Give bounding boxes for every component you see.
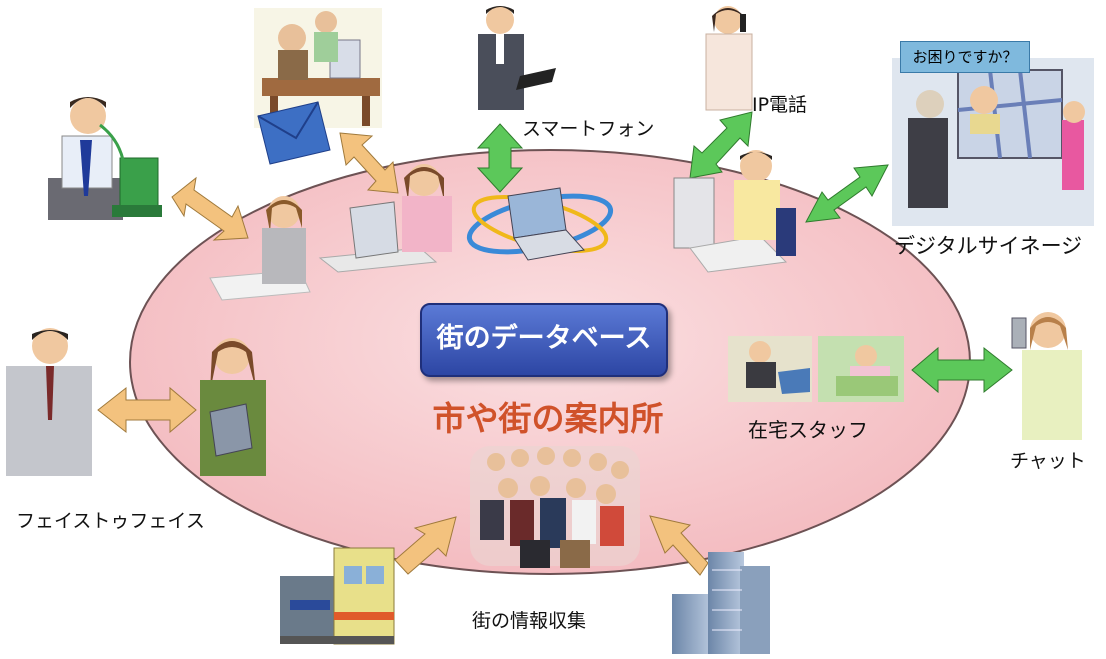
town-database-box: 街のデータベース — [420, 303, 668, 377]
label-town-info: 街の情報収集 — [472, 610, 587, 632]
pc-mail-users-illustration — [254, 8, 382, 165]
arrow-smartphone — [476, 123, 524, 193]
label-face-to-face: フェイストゥフェイス — [16, 510, 205, 532]
phone-caller-illustration — [48, 97, 162, 220]
laptop-staff-illustration — [318, 164, 452, 273]
chat-user-illustration — [1011, 312, 1082, 440]
label-smartphone: スマートフォン — [522, 118, 655, 140]
label-ip-phone: IP電話 — [752, 94, 808, 116]
arrow-phone-operator — [171, 176, 249, 241]
headset-operator-illustration — [673, 150, 796, 273]
arrow-digital-signage — [805, 164, 889, 223]
label-home-staff: 在宅スタッフ — [748, 418, 868, 442]
home-staff-illustration — [728, 336, 904, 402]
arrow-pc-mail-user — [339, 132, 399, 194]
label-digital-signage: デジタルサイネージ — [894, 234, 1083, 258]
shops-illustration — [280, 547, 395, 645]
buildings-illustration — [672, 552, 770, 654]
ip-phone-user-illustration — [705, 6, 753, 111]
arrow-shop-up — [394, 516, 457, 575]
signage-speech-bubble: お困りですか？ — [900, 41, 1030, 73]
label-chat: チャット — [1010, 450, 1086, 472]
arrow-chat — [911, 346, 1013, 394]
smartphone-user-illustration — [478, 6, 556, 110]
crowd-illustration — [470, 446, 640, 568]
laptop-network-illustration — [466, 187, 614, 261]
arrow-building-up — [649, 515, 709, 576]
digital-signage-illustration — [892, 58, 1094, 226]
arrow-face-to-face — [97, 386, 197, 434]
phone-operator-illustration — [209, 196, 311, 301]
face-to-face-staff-illustration — [200, 338, 266, 476]
face-to-face-visitor-illustration — [6, 328, 92, 476]
center-title: 市や街の案内所 — [432, 399, 664, 438]
